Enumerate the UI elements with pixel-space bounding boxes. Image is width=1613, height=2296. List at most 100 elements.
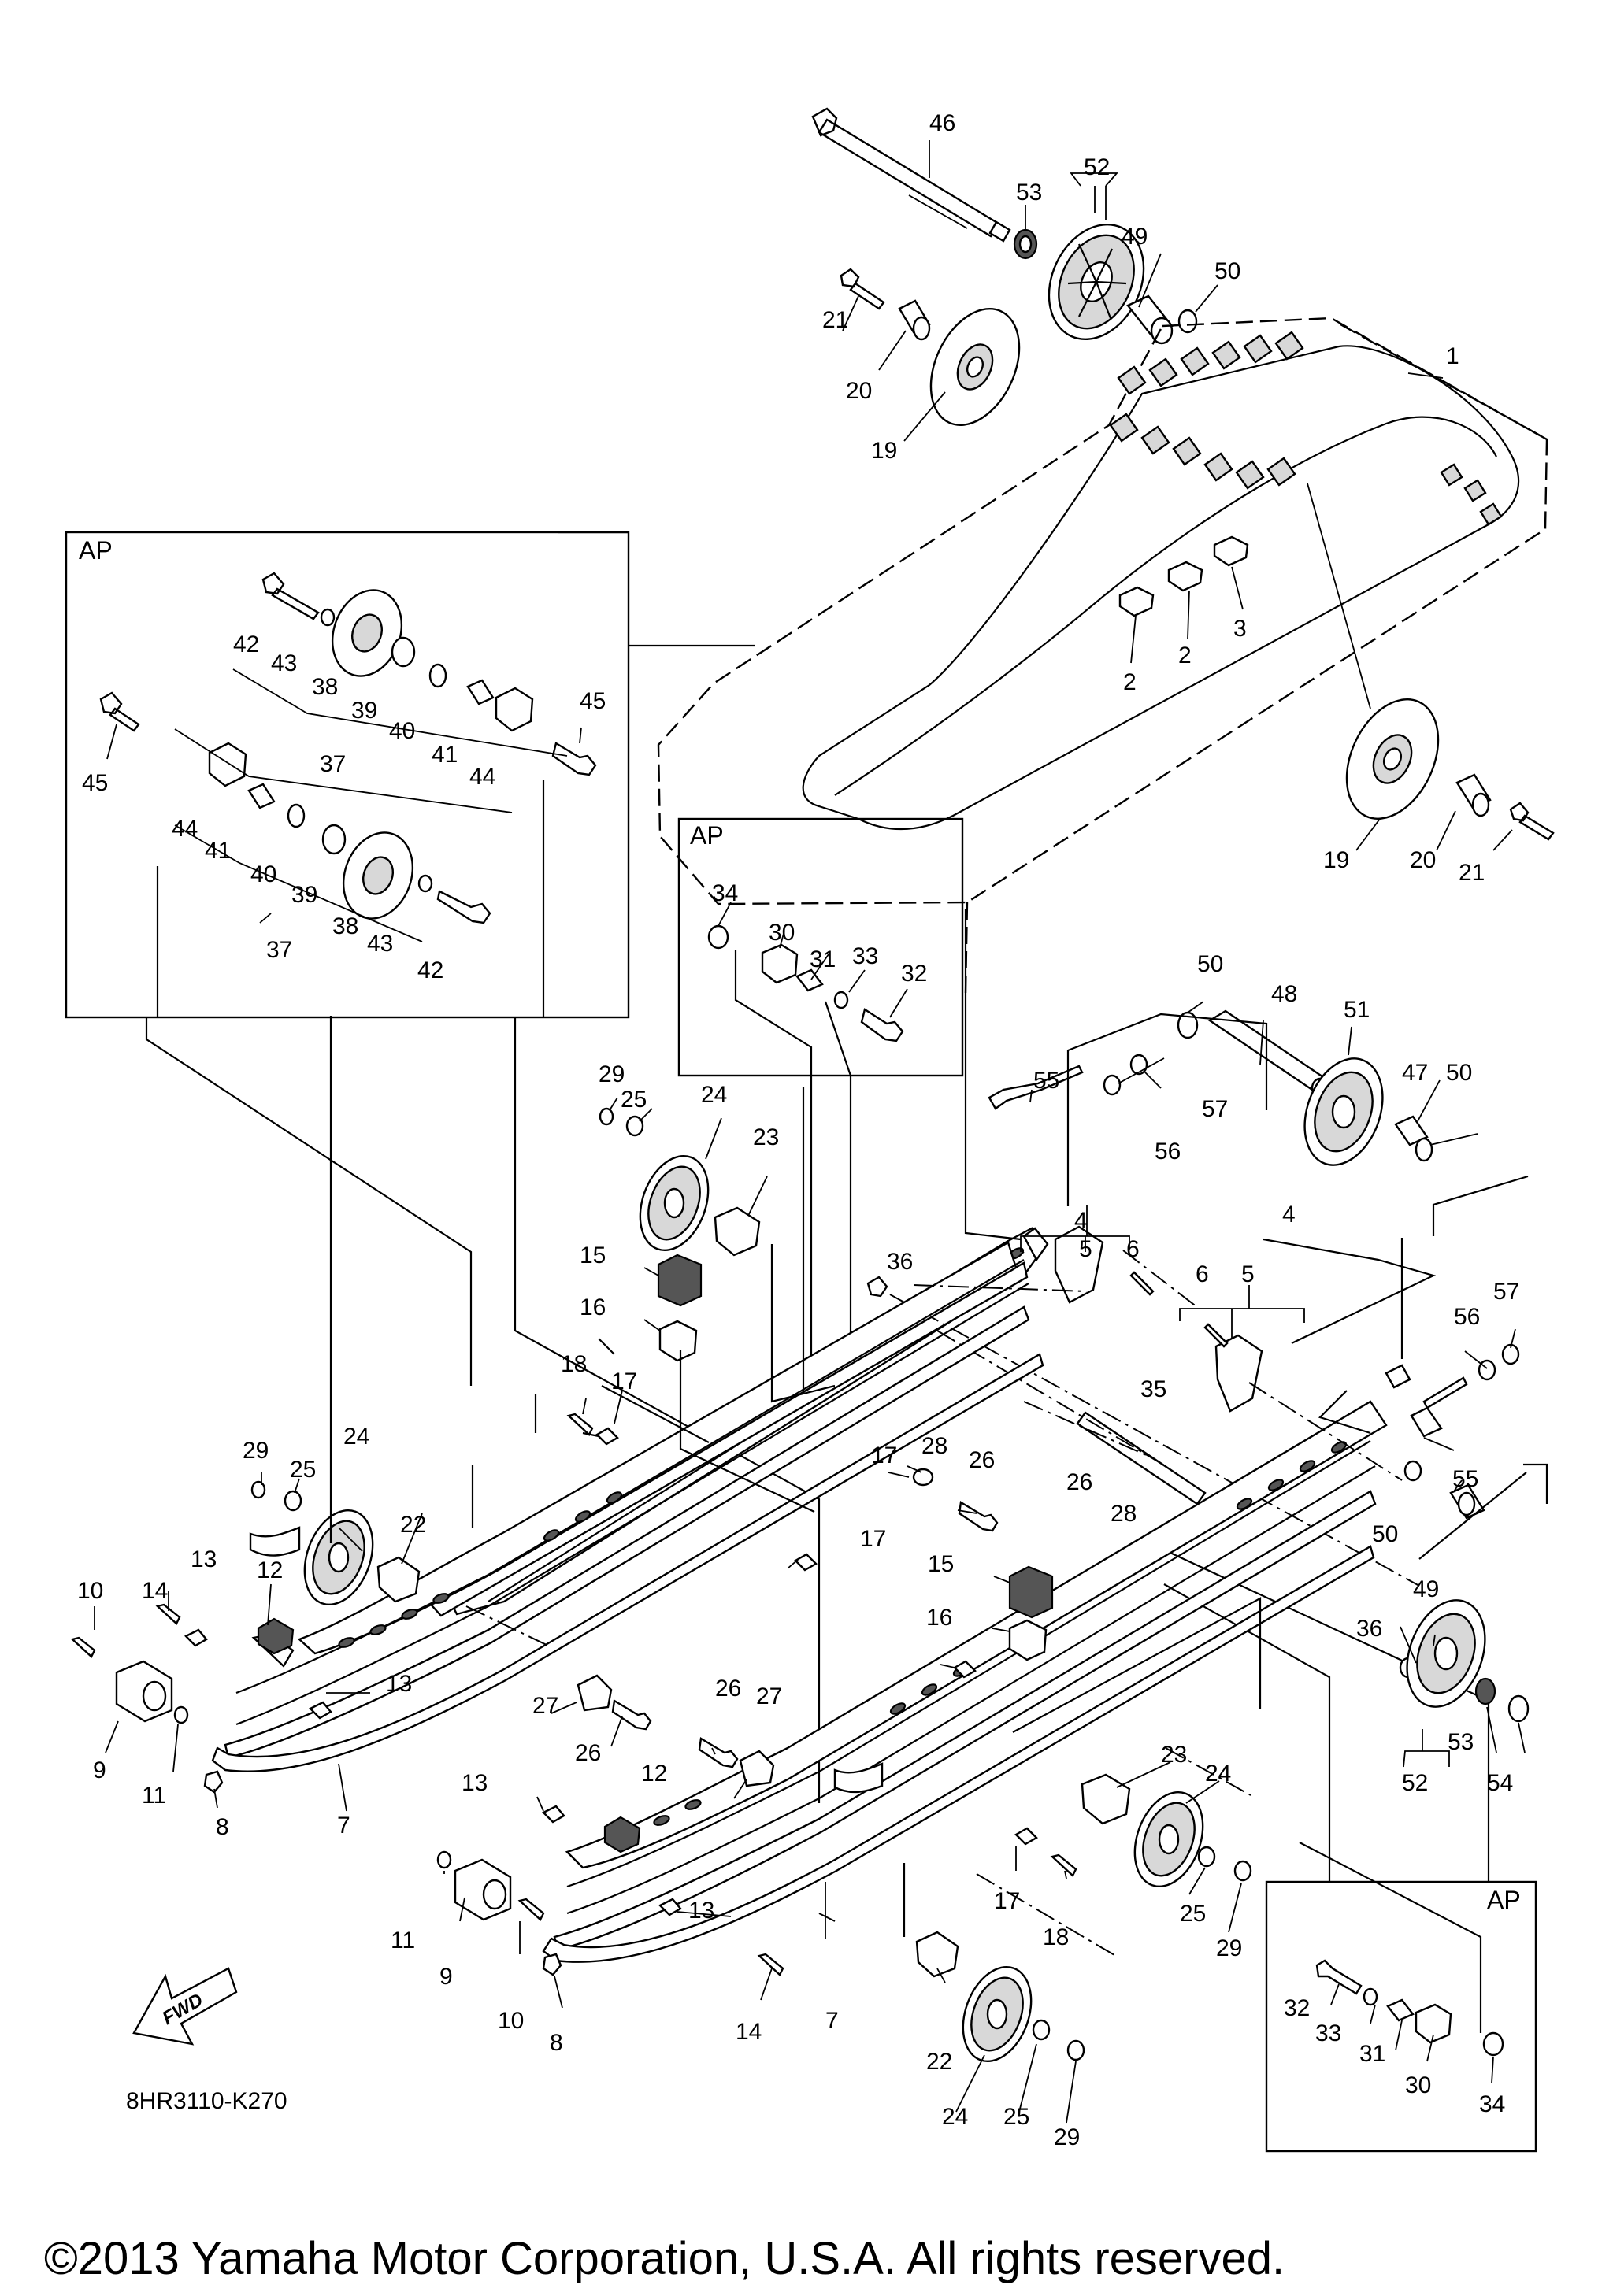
callout: 13 — [462, 1770, 488, 1796]
ap-box-top-left: AP — [65, 531, 821, 1803]
callout: 20 — [846, 378, 872, 404]
callout: 50 — [1372, 1521, 1398, 1547]
collar-23-right — [1081, 1773, 1131, 1825]
callout: 38 — [332, 913, 358, 939]
callout: 5 — [1241, 1261, 1255, 1287]
callout: 42 — [233, 631, 259, 657]
callout: 2 — [1178, 643, 1192, 668]
callout: 12 — [641, 1761, 667, 1787]
callout: 52 — [1402, 1770, 1428, 1796]
idler-wheel-19-top — [929, 308, 1021, 426]
idler-wheel-51 — [1303, 1057, 1384, 1166]
idler-wheel-24-left — [303, 1509, 374, 1606]
callout: 17 — [871, 1442, 897, 1468]
callout: 12 — [257, 1557, 283, 1583]
callout: 18 — [561, 1351, 587, 1377]
clip-2-right — [1167, 561, 1203, 592]
callout: 11 — [142, 1783, 166, 1809]
callout: 24 — [343, 1424, 369, 1450]
callout: 56 — [1454, 1304, 1480, 1330]
callout: 55 — [1033, 1068, 1059, 1094]
callout: 7 — [337, 1813, 350, 1839]
ap-label: AP — [79, 536, 113, 565]
roller-9-left — [115, 1660, 173, 1723]
bumper-12-left — [257, 1617, 295, 1655]
callout: 40 — [250, 861, 276, 887]
callout: 31 — [810, 946, 836, 972]
idler-wheel-52-top — [1048, 223, 1145, 341]
callout: 56 — [1155, 1139, 1181, 1165]
rail-holes-left — [338, 1491, 623, 1648]
callout: 29 — [599, 1061, 625, 1087]
callout: 11 — [391, 1928, 415, 1953]
callout: 16 — [926, 1605, 952, 1631]
idler-wheel-52-bottom — [1406, 1599, 1486, 1708]
idler-wheel-24-right — [1133, 1791, 1204, 1888]
callout: 41 — [432, 742, 458, 768]
callout: 50 — [1446, 1060, 1472, 1086]
callout: 50 — [1214, 258, 1240, 284]
callout: 36 — [887, 1249, 913, 1275]
axle-bolt-46 — [811, 107, 1000, 238]
callout: 14 — [736, 2019, 762, 2045]
callout: 23 — [1161, 1742, 1187, 1768]
callout: 31 — [1359, 2041, 1385, 2067]
callout: 52 — [1084, 154, 1110, 180]
callout: 17 — [860, 1526, 886, 1552]
svg-text:AP: AP — [690, 821, 724, 850]
svg-text:AP: AP — [1487, 1886, 1521, 1914]
track-belt-1 — [657, 317, 1548, 994]
callout: 29 — [243, 1438, 269, 1464]
callout: 1 — [1446, 343, 1459, 369]
callout: 47 — [1402, 1060, 1428, 1086]
callout: 21 — [822, 307, 848, 333]
callout: 26 — [969, 1447, 995, 1473]
callout: 53 — [1016, 180, 1042, 206]
callout: 27 — [756, 1683, 782, 1709]
callout: 43 — [367, 931, 393, 957]
callout: 25 — [621, 1087, 647, 1113]
callout: 19 — [871, 438, 897, 464]
callout: 7 — [825, 2008, 839, 2034]
callout: 44 — [469, 764, 495, 790]
callout: 49 — [1413, 1576, 1439, 1602]
callout: 20 — [1410, 847, 1436, 873]
callout: 41 — [205, 838, 231, 864]
callout: 45 — [580, 688, 606, 714]
callout: 15 — [580, 1242, 606, 1268]
callout: 32 — [901, 961, 927, 987]
callout: 3 — [1233, 616, 1247, 642]
callout: 28 — [921, 1433, 947, 1459]
callout: 17 — [994, 1888, 1020, 1914]
callout: 25 — [1003, 2104, 1029, 2130]
callout: 10 — [77, 1578, 103, 1604]
callout: 35 — [1140, 1376, 1166, 1402]
screw-8-left — [203, 1770, 224, 1794]
callout: 8 — [216, 1814, 229, 1840]
callout: 46 — [929, 110, 955, 136]
callout: 45 — [82, 770, 108, 796]
callout: 18 — [1043, 1924, 1069, 1950]
callout: 30 — [769, 920, 795, 946]
callout: 9 — [93, 1757, 106, 1783]
callout: 13 — [688, 1898, 714, 1924]
callout: 21 — [1459, 860, 1485, 886]
top-axle-group — [811, 107, 1218, 442]
callout: 57 — [1493, 1279, 1519, 1305]
rear-wheel-group-right — [1307, 483, 1555, 851]
callout: 2 — [1123, 669, 1137, 695]
callout: 9 — [439, 1964, 453, 1990]
callout: 26 — [715, 1676, 741, 1702]
callout: 16 — [580, 1294, 606, 1320]
callout: 14 — [142, 1578, 168, 1604]
slider-7-right — [542, 1545, 1375, 1963]
fwd-arrow: FWD — [132, 1967, 238, 2046]
bolt-21-top — [840, 268, 885, 310]
washer-11-left — [173, 1705, 189, 1724]
callout: 42 — [417, 957, 443, 983]
callout: 26 — [1066, 1469, 1092, 1495]
callout: 13 — [191, 1546, 217, 1572]
callout: 51 — [1344, 997, 1370, 1023]
callout: 17 — [611, 1368, 637, 1394]
